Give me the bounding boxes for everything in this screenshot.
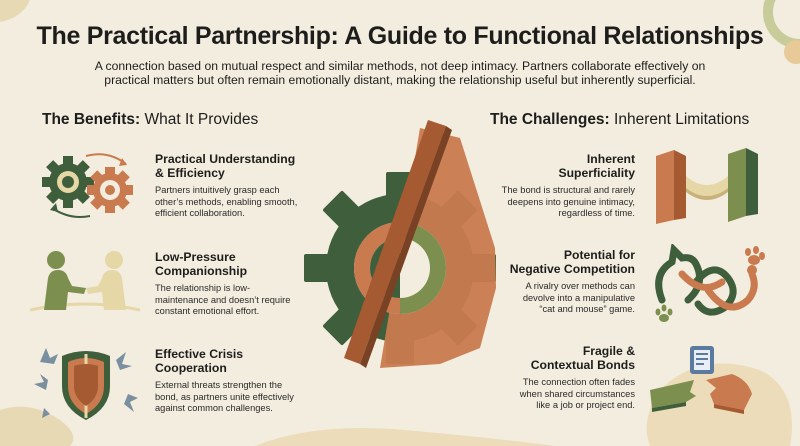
- challenge-item-3-desc-line1: The connection often fades: [522, 377, 635, 387]
- benefit-item-1-desc-line2: other’s methods, enabling smooth,: [155, 196, 298, 207]
- challenge-item-2-title-line2: Negative Competition: [509, 262, 635, 276]
- benefits-heading: The Benefits: What It Provides: [42, 111, 258, 129]
- shield-icon: [34, 348, 138, 420]
- challenge-item-3-desc-line2: when shared circumstances: [519, 388, 635, 399]
- benefit-item-2-title-line1: Low-Pressure: [155, 250, 236, 264]
- challenge-item-1-desc-line2: deepens into genuine intimacy,: [507, 196, 636, 207]
- benefit-item-2-title: Low-Pressure Companionship: [155, 250, 325, 278]
- central-split-gear-icon: [304, 120, 496, 368]
- benefit-item-3-desc-line2: bond, as partners unite effectively: [155, 391, 294, 402]
- benefit-item-1-desc-line1: Partners intuitively grasp each: [155, 185, 280, 195]
- benefit-item-1: Practical Understanding & Efficiency Par…: [155, 152, 325, 220]
- challenge-item-1-title-line1: Inherent: [586, 152, 635, 166]
- challenges-heading-bold: The Challenges:: [490, 111, 610, 128]
- challenge-item-2: Potential for Negative Competition A riv…: [465, 248, 635, 316]
- benefit-item-3-desc-line1: External threats strengthen the: [155, 380, 283, 390]
- broken-bridge-icon: [650, 346, 752, 414]
- challenges-heading: The Challenges: Inherent Limitations: [490, 111, 749, 129]
- background-blob-bottom-left: [0, 406, 74, 446]
- benefit-item-2-title-line2: Companionship: [155, 264, 248, 278]
- benefit-item-3-title: Effective Crisis Cooperation: [155, 347, 325, 375]
- background-blob-top-right: [763, 0, 800, 64]
- page-title: The Practical Partnership: A Guide to Fu…: [36, 22, 764, 50]
- challenge-item-3-title-line1: Fragile &: [582, 344, 635, 358]
- benefits-heading-rest: What It Provides: [140, 111, 259, 128]
- benefit-item-2-desc: The relationship is low- maintenance and…: [155, 283, 325, 318]
- benefit-item-1-desc: Partners intuitively grasp each other’s …: [155, 185, 325, 220]
- document-icon: [690, 346, 714, 374]
- challenge-item-1-desc-line3: regardless of time.: [558, 208, 635, 218]
- benefit-item-1-title-line2: & Efficiency: [155, 166, 225, 180]
- challenge-item-1-desc: The bond is structural and rarely deepen…: [475, 185, 635, 220]
- benefits-heading-bold: The Benefits:: [42, 111, 141, 128]
- benefit-item-1-title: Practical Understanding & Efficiency: [155, 152, 325, 180]
- background-blob-top-left: [0, 0, 30, 22]
- challenge-item-3-title: Fragile & Contextual Bonds: [475, 344, 635, 372]
- benefit-item-2-desc-line3: constant emotional effort.: [155, 306, 260, 316]
- benefit-item-3-title-line1: Effective Crisis: [155, 347, 244, 361]
- challenges-heading-rest: Inherent Limitations: [609, 111, 750, 128]
- challenge-item-1-title: Inherent Superficiality: [475, 152, 635, 180]
- people-handshake-icon: [30, 251, 140, 312]
- pillars-bridge-icon: [656, 148, 758, 224]
- benefit-item-3-desc: External threats strengthen the bond, as…: [155, 380, 325, 415]
- challenge-item-2-desc: A rivalry over methods can devolve into …: [465, 281, 635, 316]
- challenge-item-3-desc: The connection often fades when shared c…: [475, 377, 635, 412]
- background-blob-bottom-center: [255, 428, 555, 446]
- challenge-item-1-desc-line1: The bond is structural and rarely: [501, 185, 635, 195]
- challenge-item-1-title-line2: Superficiality: [558, 166, 635, 180]
- benefit-item-2-desc-line2: maintenance and doesn’t require: [155, 294, 291, 305]
- benefit-item-2-desc-line1: The relationship is low-: [155, 283, 251, 293]
- benefit-item-2: Low-Pressure Companionship The relations…: [155, 250, 325, 318]
- challenge-item-3-title-line2: Contextual Bonds: [530, 358, 635, 372]
- benefit-item-3-title-line2: Cooperation: [155, 361, 227, 375]
- challenge-item-3-desc-line3: like a job or project end.: [536, 400, 635, 410]
- benefit-item-1-desc-line3: efficient collaboration.: [155, 208, 245, 218]
- challenge-item-2-title-line1: Potential for: [563, 248, 635, 262]
- cat-mouse-icon: [655, 244, 765, 322]
- challenge-item-2-desc-line1: A rivalry over methods can: [525, 281, 635, 291]
- page-subtitle: A connection based on mutual respect and…: [94, 59, 706, 87]
- gears-icon: [42, 153, 133, 218]
- challenge-item-2-desc-line2: devolve into a manipulative: [522, 292, 635, 303]
- challenge-item-1: Inherent Superficiality The bond is stru…: [475, 152, 635, 220]
- challenge-item-3: Fragile & Contextual Bonds The connectio…: [475, 344, 635, 412]
- benefit-item-3: Effective Crisis Cooperation External th…: [155, 347, 325, 415]
- benefit-item-3-desc-line3: against common challenges.: [155, 403, 273, 413]
- benefit-item-1-title-line1: Practical Understanding: [155, 152, 296, 166]
- challenge-item-2-title: Potential for Negative Competition: [465, 248, 635, 276]
- challenge-item-2-desc-line3: “cat and mouse” game.: [539, 304, 635, 314]
